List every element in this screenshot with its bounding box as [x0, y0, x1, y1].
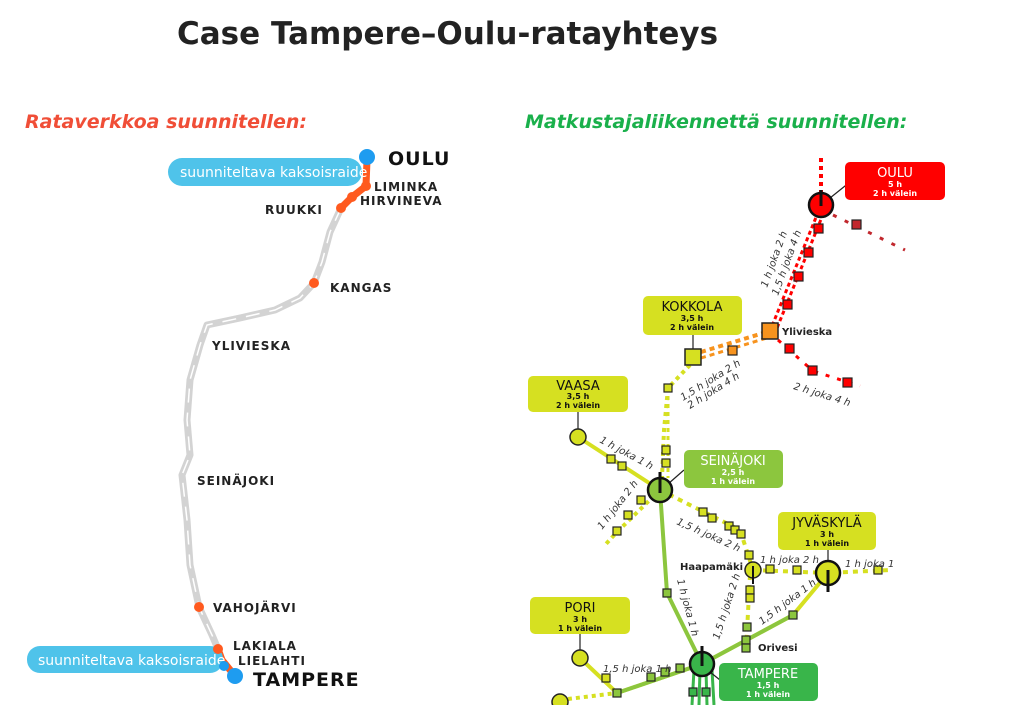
label-haapamaki: Haapamäki [680, 562, 743, 573]
intermediate-stops [601, 219, 883, 698]
node-vaasa [569, 428, 587, 446]
svg-text:1,5 h joka 2 h: 1,5 h joka 2 h [711, 572, 743, 641]
page-title: Case Tampere–Oulu-ratayhteys [177, 16, 718, 52]
svg-text:TAMPERE: TAMPERE [737, 667, 798, 682]
svg-text:PORI: PORI [565, 601, 596, 616]
station-hirvineva: HIRVINEVA [360, 194, 443, 208]
station-liminka: LIMINKA [374, 180, 438, 194]
label-ylivieska: Ylivieska [781, 327, 832, 338]
right-heading: Matkustajaliikennettä suunnitellen: [525, 111, 907, 133]
station-seinajoki: SEINÄJOKI [197, 473, 275, 488]
left-heading: Rataverkkoa suunnitellen: [25, 111, 307, 133]
svg-text:3,5 h: 3,5 h [567, 392, 590, 401]
city-box-tampere: TAMPERE 1,5 h 1 h välein [719, 663, 818, 701]
pill-label: suunniteltava kaksoisraide [38, 653, 225, 669]
svg-text:1 h joka 1: 1 h joka 1 [845, 559, 894, 570]
station-tampere: TAMPERE [253, 669, 360, 691]
node-kokkola [684, 348, 702, 366]
node-pori [571, 649, 589, 667]
svg-text:2 h välein: 2 h välein [670, 323, 714, 332]
hub-nodes [551, 190, 842, 705]
svg-text:3 h: 3 h [820, 530, 834, 539]
label-orivesi: Orivesi [758, 643, 798, 654]
double-track-pill-top: suunniteltava kaksoisraide [168, 158, 367, 186]
double-track-pill-bottom: suunniteltava kaksoisraide [27, 646, 225, 673]
svg-text:2 h välein: 2 h välein [556, 401, 600, 410]
pill-label: suunniteltava kaksoisraide [180, 165, 367, 181]
svg-text:1 h välein: 1 h välein [746, 690, 790, 699]
svg-text:1 h välein: 1 h välein [558, 624, 602, 633]
station-lielahti: LIELAHTI [238, 654, 306, 668]
svg-text:3 h: 3 h [573, 615, 587, 624]
svg-text:1,5 h joka 1 h: 1,5 h joka 1 h [603, 664, 671, 675]
minor-station-labels: Ylivieska Haapamäki Orivesi [680, 327, 832, 654]
svg-text:1 h joka 2 h: 1 h joka 2 h [596, 479, 641, 532]
city-box-kokkola: KOKKOLA 3,5 h 2 h välein [643, 296, 742, 335]
city-box-pori: PORI 3 h 1 h välein [530, 597, 630, 634]
city-box-oulu: OULU 5 h 2 h välein [845, 162, 945, 200]
station-kangas: KANGAS [330, 281, 392, 295]
station-ylivieska: YLIVIESKA [211, 339, 291, 353]
svg-text:5 h: 5 h [888, 180, 902, 189]
svg-text:1 h välein: 1 h välein [805, 539, 849, 548]
svg-text:VAASA: VAASA [556, 379, 600, 394]
svg-text:1 h joka 2 h: 1 h joka 2 h [760, 555, 819, 566]
svg-text:SEINÄJOKI: SEINÄJOKI [700, 453, 765, 469]
city-box-jyvaskyla: JYVÄSKYLÄ 3 h 1 h välein [778, 512, 876, 550]
station-dot-oulu [359, 149, 375, 165]
station-ruukki: RUUKKI [265, 203, 323, 217]
svg-text:1 h joka 1 h: 1 h joka 1 h [674, 578, 700, 638]
node-ylivieska [761, 322, 779, 340]
station-lakiala: LAKIALA [233, 639, 297, 653]
city-box-vaasa: VAASA 3,5 h 2 h välein [528, 376, 628, 412]
svg-text:JYVÄSKYLÄ: JYVÄSKYLÄ [791, 515, 862, 531]
node-southwest [551, 693, 569, 705]
station-vahojarvi: VAHOJÄRVI [213, 600, 297, 615]
svg-text:1,5 h: 1,5 h [757, 681, 780, 690]
svg-text:2 h välein: 2 h välein [873, 189, 917, 198]
left-stations: OULU LIMINKA HIRVINEVA RUUKKI KANGAS YLI… [194, 148, 450, 691]
city-box-seinajoki: SEINÄJOKI 2,5 h 1 h välein [684, 450, 783, 488]
svg-text:3,5 h: 3,5 h [681, 314, 704, 323]
svg-text:OULU: OULU [877, 166, 913, 181]
svg-text:2,5 h: 2,5 h [722, 468, 745, 477]
station-dot-tampere [227, 668, 243, 684]
svg-text:1 h välein: 1 h välein [711, 477, 755, 486]
svg-text:KOKKOLA: KOKKOLA [661, 300, 722, 315]
station-oulu: OULU [388, 148, 450, 170]
rail-line [178, 159, 371, 679]
